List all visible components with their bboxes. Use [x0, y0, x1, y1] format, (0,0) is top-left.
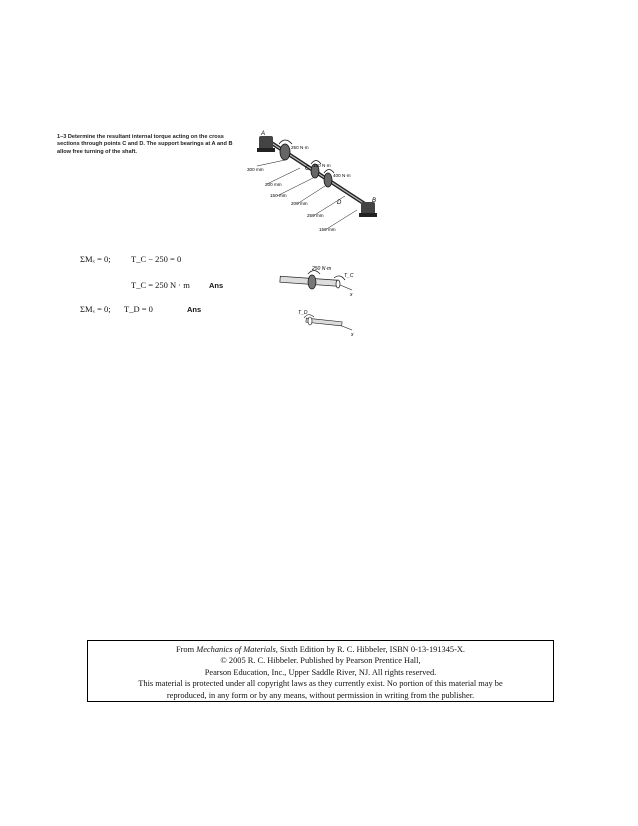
label-point-a: A: [260, 131, 265, 137]
answer-label-1: Ans: [209, 281, 224, 290]
gear-150: [310, 163, 320, 179]
eq2-sum: ΣMₓ = 0;: [80, 304, 111, 314]
gear-400: [323, 172, 333, 188]
label-dim-150a: 150 mm: [270, 193, 287, 198]
label-torque-400: 400 N·m: [333, 173, 351, 178]
label-dim-150b: 150 mm: [319, 227, 336, 232]
eq1-result: T_C = 250 N · m: [131, 280, 190, 290]
eq1-sum: ΣMₓ = 0;: [80, 254, 111, 264]
label-dim-200b: 200 mm: [291, 201, 308, 206]
gear-250: [279, 143, 291, 161]
bearing-b: [359, 202, 377, 217]
label-dim-200a: 200 mm: [265, 182, 282, 187]
fbd1-x-label: x: [349, 292, 353, 298]
problem-statement: 1–3 Determine the resultant internal tor…: [57, 134, 233, 155]
fbd-section-c: 250 N·m T_C x: [279, 266, 354, 298]
shaft-figure: A B C D 250 N·m 150 N·m 400 N·m 300 mm 2…: [247, 131, 377, 232]
label-point-d: D: [337, 200, 342, 206]
fbd2-td-label: T_D: [298, 310, 308, 316]
footer-line-5: reproduced, in any form or by any means,…: [166, 690, 475, 700]
label-torque-250: 250 N·m: [291, 145, 309, 150]
eq2-expr: T_D = 0: [124, 304, 153, 314]
fbd-section-d: T_D x: [298, 310, 354, 338]
footer-line-1: From Mechanics of Materials, Sixth Editi…: [175, 645, 466, 654]
footer-line-2: © 2005 R. C. Hibbeler. Published by Pear…: [220, 656, 421, 666]
label-dim-300: 300 mm: [247, 167, 264, 172]
footer-line-4: This material is protected under all cop…: [138, 679, 503, 689]
label-point-b: B: [372, 198, 376, 204]
eq1-expr: T_C − 250 = 0: [131, 254, 182, 264]
copyright-notice: From Mechanics of Materials, Sixth Editi…: [87, 640, 554, 702]
bearing-a: [257, 136, 275, 152]
fbd1-torque-label: 250 N·m: [311, 266, 331, 272]
label-dim-250: 250 mm: [307, 213, 324, 218]
answer-label-2: Ans: [187, 305, 202, 314]
fbd2-x-label: x: [350, 332, 354, 338]
book-title: Mechanics of Materials,: [196, 645, 278, 654]
label-point-c: C: [305, 166, 310, 172]
footer-line-3: Pearson Education, Inc., Upper Saddle Ri…: [204, 667, 437, 677]
fbd1-tc-label: T_C: [344, 273, 354, 279]
label-torque-150: 150 N·m: [313, 163, 331, 168]
